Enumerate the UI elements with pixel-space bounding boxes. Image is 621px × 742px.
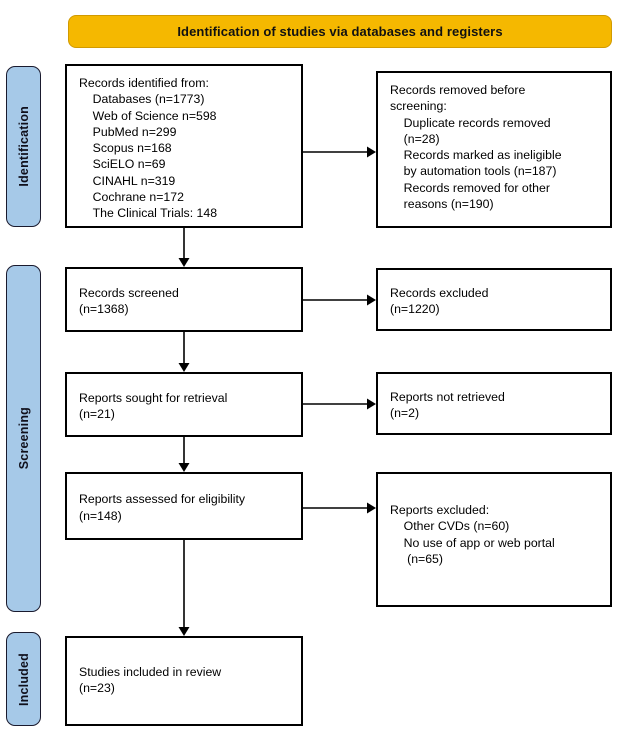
connector-screened-to-excluded — [303, 292, 378, 308]
stage-tab-included: Included — [6, 632, 41, 726]
connector-assessed-to-excluded — [303, 500, 378, 516]
stage-tab-identification: Identification — [6, 66, 41, 227]
box-records-identified: Records identified from: Databases (n=17… — [65, 64, 303, 228]
stage-tab-identification-label: Identification — [16, 106, 31, 187]
box-studies-included-text: Studies included in review (n=23) — [79, 665, 222, 696]
connector-sought-to-assessed — [176, 437, 192, 474]
box-records-excluded: Records excluded (n=1220) — [376, 268, 612, 331]
stage-tab-screening: Screening — [6, 265, 41, 612]
connector-assessed-to-included — [176, 540, 192, 638]
box-records-removed: Records removed before screening: Duplic… — [376, 71, 612, 228]
box-records-screened-text: Records screened (n=1368) — [79, 285, 179, 316]
stage-tab-included-label: Included — [16, 652, 31, 706]
box-records-excluded-text: Records excluded (n=1220) — [390, 285, 489, 316]
box-reports-not-retrieved-text: Reports not retrieved (n=2) — [390, 389, 505, 420]
connector-identified-to-removed — [303, 144, 378, 160]
box-records-identified-text: Records identified from: Databases (n=17… — [79, 76, 218, 221]
connector-sought-to-notretrieved — [303, 396, 378, 412]
box-records-removed-text: Records removed before screening: Duplic… — [390, 83, 562, 212]
connector-identified-to-screened — [176, 228, 192, 269]
diagram-title-text: Identification of studies via databases … — [177, 24, 503, 39]
box-reports-assessed: Reports assessed for eligibility (n=148) — [65, 472, 303, 540]
box-records-screened: Records screened (n=1368) — [65, 267, 303, 332]
box-reports-sought-text: Reports sought for retrieval (n=21) — [79, 390, 228, 421]
box-reports-assessed-text: Reports assessed for eligibility (n=148) — [79, 492, 246, 523]
box-reports-excluded: Reports excluded: Other CVDs (n=60) No u… — [376, 472, 612, 607]
stage-tab-screening-label: Screening — [16, 407, 31, 470]
diagram-title-banner: Identification of studies via databases … — [68, 15, 612, 48]
box-studies-included: Studies included in review (n=23) — [65, 636, 303, 726]
box-reports-not-retrieved: Reports not retrieved (n=2) — [376, 372, 612, 435]
connector-screened-to-sought — [176, 332, 192, 374]
box-reports-sought: Reports sought for retrieval (n=21) — [65, 372, 303, 437]
box-reports-excluded-text: Reports excluded: Other CVDs (n=60) No u… — [390, 503, 555, 566]
